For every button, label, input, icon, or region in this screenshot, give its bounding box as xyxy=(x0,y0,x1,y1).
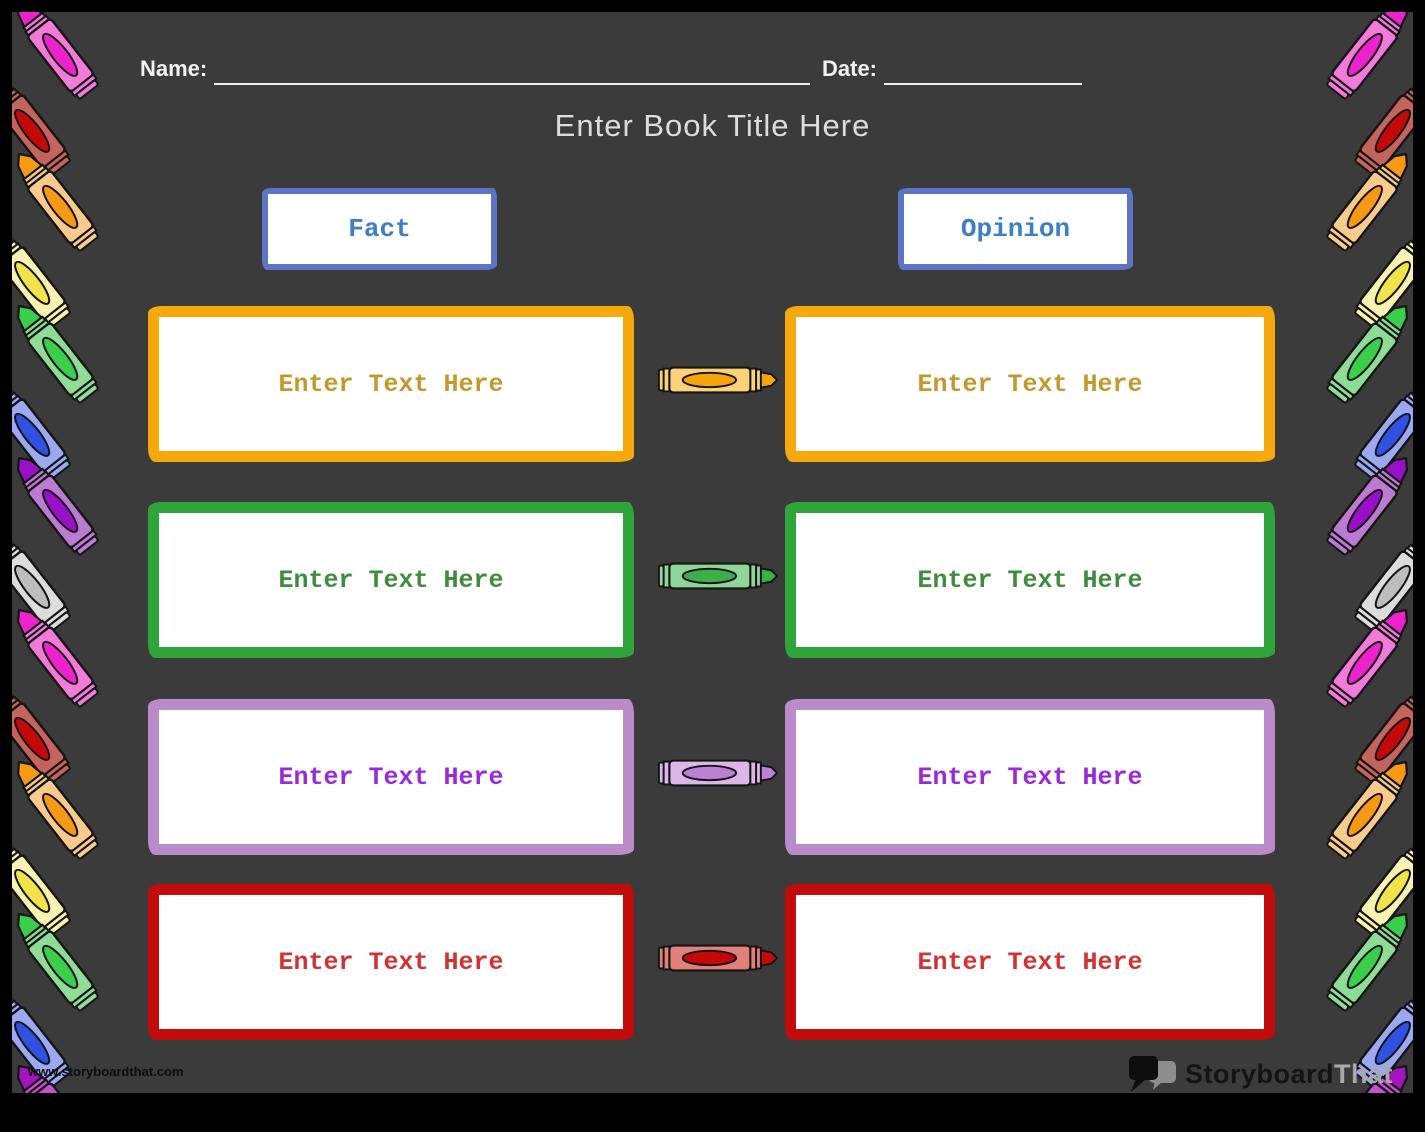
green-crayon-icon xyxy=(12,899,107,1018)
textbox-placeholder: Enter Text Here xyxy=(917,762,1143,792)
storyboardthat-logo: StoryboardThat xyxy=(1127,1053,1393,1093)
name-label: Name: xyxy=(140,56,208,81)
purple-fact-textbox[interactable]: Enter Text Here xyxy=(148,699,634,855)
pink-crayon-icon xyxy=(12,12,107,107)
yellow-fact-textbox[interactable]: Enter Text Here xyxy=(148,306,634,462)
blue-crayon-icon xyxy=(1346,367,1413,486)
textbox-placeholder: Enter Text Here xyxy=(917,565,1143,595)
opinion-column-header[interactable]: Opinion xyxy=(898,188,1133,270)
opinion-column-label: Opinion xyxy=(960,214,1071,244)
textbox-placeholder: Enter Text Here xyxy=(917,369,1143,399)
blue-crayon-icon xyxy=(12,367,79,486)
yellow-crayon-icon xyxy=(12,823,79,942)
pink-crayon-icon xyxy=(1318,12,1413,107)
purple-crayon-icon xyxy=(12,443,107,562)
green-fact-textbox[interactable]: Enter Text Here xyxy=(148,502,634,658)
green-opinion-textbox[interactable]: Enter Text Here xyxy=(785,502,1275,658)
orange-crayon-icon xyxy=(12,139,107,258)
silver-crayon-icon xyxy=(12,519,79,638)
pink-crayon-icon xyxy=(12,595,107,714)
storyboardthat-url: www.storyboardthat.com xyxy=(28,1064,184,1079)
fact-column-label: Fact xyxy=(348,214,411,244)
yellow-crayon-icon xyxy=(1346,215,1413,334)
red-crayon-icon xyxy=(1346,63,1413,182)
logo-wordmark: StoryboardThat xyxy=(1185,1059,1393,1090)
red-opinion-textbox[interactable]: Enter Text Here xyxy=(785,884,1275,1040)
red-fact-textbox[interactable]: Enter Text Here xyxy=(148,884,634,1040)
orange-crayon-icon xyxy=(1318,139,1413,258)
green-crayon-connector-icon xyxy=(657,556,779,596)
textbox-placeholder: Enter Text Here xyxy=(278,762,504,792)
green-crayon-icon xyxy=(1318,291,1413,410)
red-crayon-icon xyxy=(12,671,79,790)
date-write-line[interactable] xyxy=(884,83,1082,85)
pink-crayon-icon xyxy=(1318,595,1413,714)
yellow-crayon-icon xyxy=(12,215,79,334)
worksheet-canvas: Name: Date: Enter Book Title Here Fact O… xyxy=(12,12,1413,1093)
book-title[interactable]: Enter Book Title Here xyxy=(554,108,871,143)
yellow-crayon-connector-icon xyxy=(657,360,779,400)
logo-part-that: That xyxy=(1334,1058,1393,1089)
yellow-crayon-icon xyxy=(1346,823,1413,942)
logo-part-storyboard: Storyboard xyxy=(1184,1058,1334,1089)
purple-crayon-icon xyxy=(1318,443,1413,562)
red-crayon-icon xyxy=(1346,671,1413,790)
yellow-opinion-textbox[interactable]: Enter Text Here xyxy=(785,306,1275,462)
crayon-strip-left xyxy=(12,12,142,1093)
textbox-placeholder: Enter Text Here xyxy=(278,565,504,595)
magenta-crayon-icon xyxy=(12,1051,107,1093)
textbox-placeholder: Enter Text Here xyxy=(278,369,504,399)
crayon-strip-right xyxy=(1283,12,1413,1093)
speech-bubbles-icon xyxy=(1128,1056,1176,1092)
orange-crayon-icon xyxy=(1318,747,1413,866)
purple-crayon-connector-icon xyxy=(657,753,779,793)
textbox-placeholder: Enter Text Here xyxy=(917,947,1143,977)
orange-crayon-icon xyxy=(12,747,107,866)
green-crayon-icon xyxy=(1318,899,1413,1018)
date-label: Date: xyxy=(822,56,878,81)
purple-opinion-textbox[interactable]: Enter Text Here xyxy=(785,699,1275,855)
name-write-line[interactable] xyxy=(214,83,810,85)
magenta-crayon-icon xyxy=(1318,1051,1413,1093)
red-crayon-connector-icon xyxy=(657,938,779,978)
fact-column-header[interactable]: Fact xyxy=(262,188,497,270)
textbox-placeholder: Enter Text Here xyxy=(278,947,504,977)
green-crayon-icon xyxy=(12,291,107,410)
